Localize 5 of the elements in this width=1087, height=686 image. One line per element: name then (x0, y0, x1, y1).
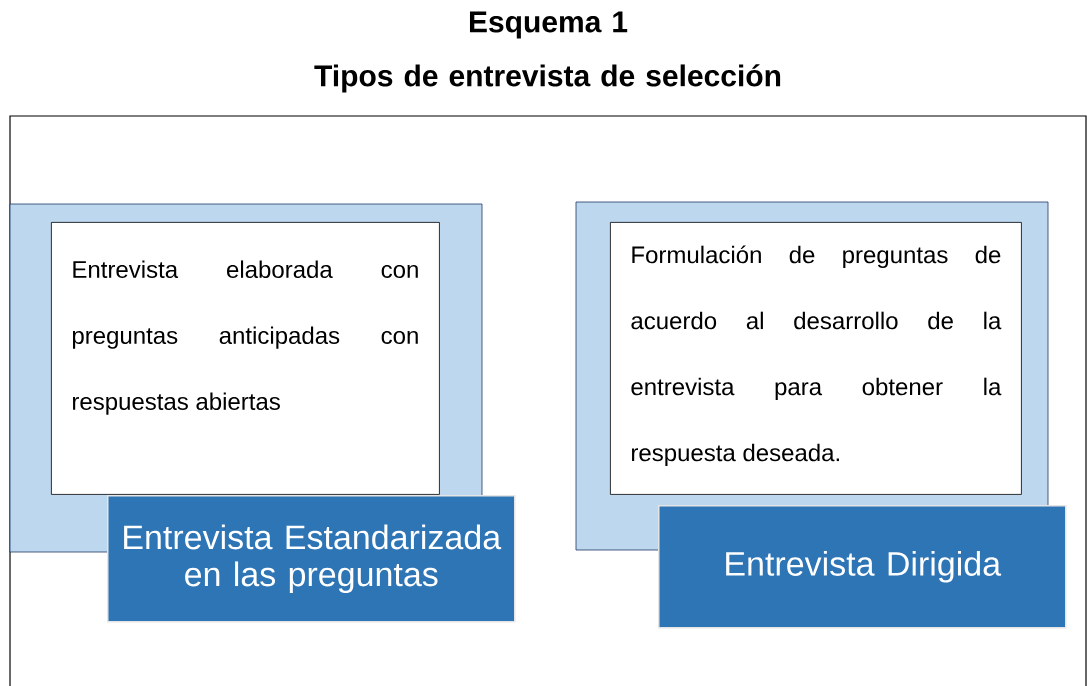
text-box: Entrevista elaborada con preguntas anticipadas con respuestas abiertas (51, 222, 440, 495)
type-label: Entrevista Estandarizada en las preguntas (107, 495, 516, 623)
type-label: Entrevista Dirigida (658, 505, 1067, 629)
title: Esquema 1 Tipos de entrevista de selección (314, 11, 781, 93)
text-box: Formulación de preguntas de acuerdo al desarrollo de la entrevista para obtener la respuesta deseada. (610, 222, 1022, 495)
